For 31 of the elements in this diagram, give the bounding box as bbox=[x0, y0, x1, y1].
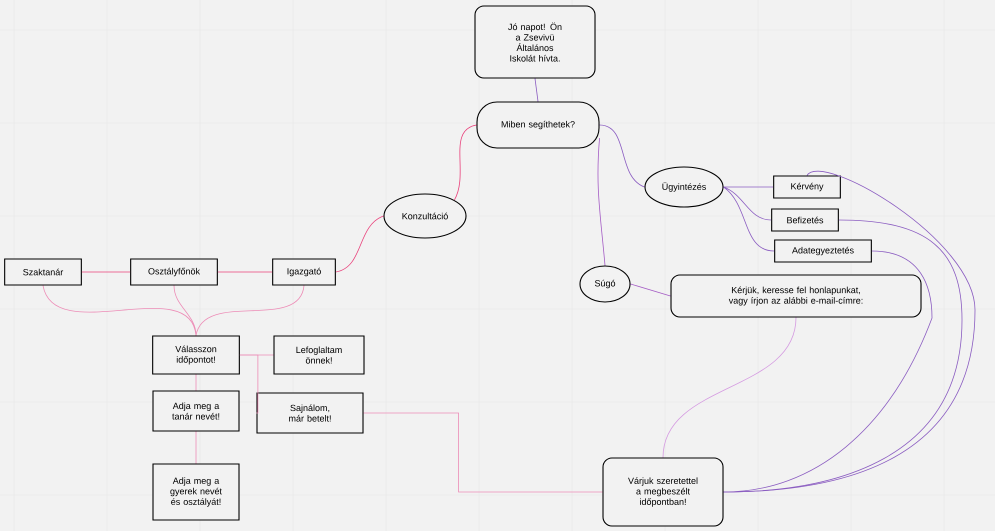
connector bbox=[723, 186, 774, 188]
option-box: Szaktanár bbox=[4, 258, 82, 286]
question-box: Miben segíthetek? bbox=[476, 101, 600, 149]
option-box: Befizetés bbox=[771, 208, 839, 232]
connector bbox=[42, 285, 196, 336]
connector bbox=[174, 285, 196, 336]
option-box: Osztályfőnök bbox=[130, 258, 218, 286]
connector bbox=[454, 124, 477, 200]
connector bbox=[723, 186, 775, 252]
connector bbox=[363, 412, 603, 492]
connector bbox=[662, 317, 796, 458]
option-box: Kérvény bbox=[773, 175, 841, 199]
connector bbox=[196, 285, 304, 336]
connector bbox=[239, 354, 258, 414]
connector bbox=[599, 124, 645, 188]
message-box: Jó napot! Ön a Zsevivü Általános Iskolát hívta. bbox=[474, 5, 596, 79]
connector bbox=[336, 216, 384, 272]
option-box: Adja meg a tanár nevét! bbox=[152, 390, 240, 432]
message-box: Várjuk szeretettel a megbeszélt időpontban! bbox=[602, 457, 724, 527]
option-box: Adja meg a gyerek nevét és osztályát! bbox=[152, 463, 240, 521]
connector bbox=[534, 78, 538, 102]
connector bbox=[598, 138, 606, 266]
option-box: Sajnálom, már betelt! bbox=[256, 392, 364, 434]
message-box: Kérjük, keresse fel honlapunkat, vagy írjon az alábbi e-mail-címre: bbox=[670, 274, 922, 318]
option-box: Igazgató bbox=[272, 258, 336, 286]
connector bbox=[723, 250, 932, 492]
option-box: Adategyeztetés bbox=[774, 239, 872, 263]
option-box: Válasszon időpontot! bbox=[152, 335, 240, 375]
connector bbox=[723, 186, 772, 220]
option-box: Lefoglaltam önnek! bbox=[273, 335, 365, 375]
connector bbox=[630, 284, 671, 296]
